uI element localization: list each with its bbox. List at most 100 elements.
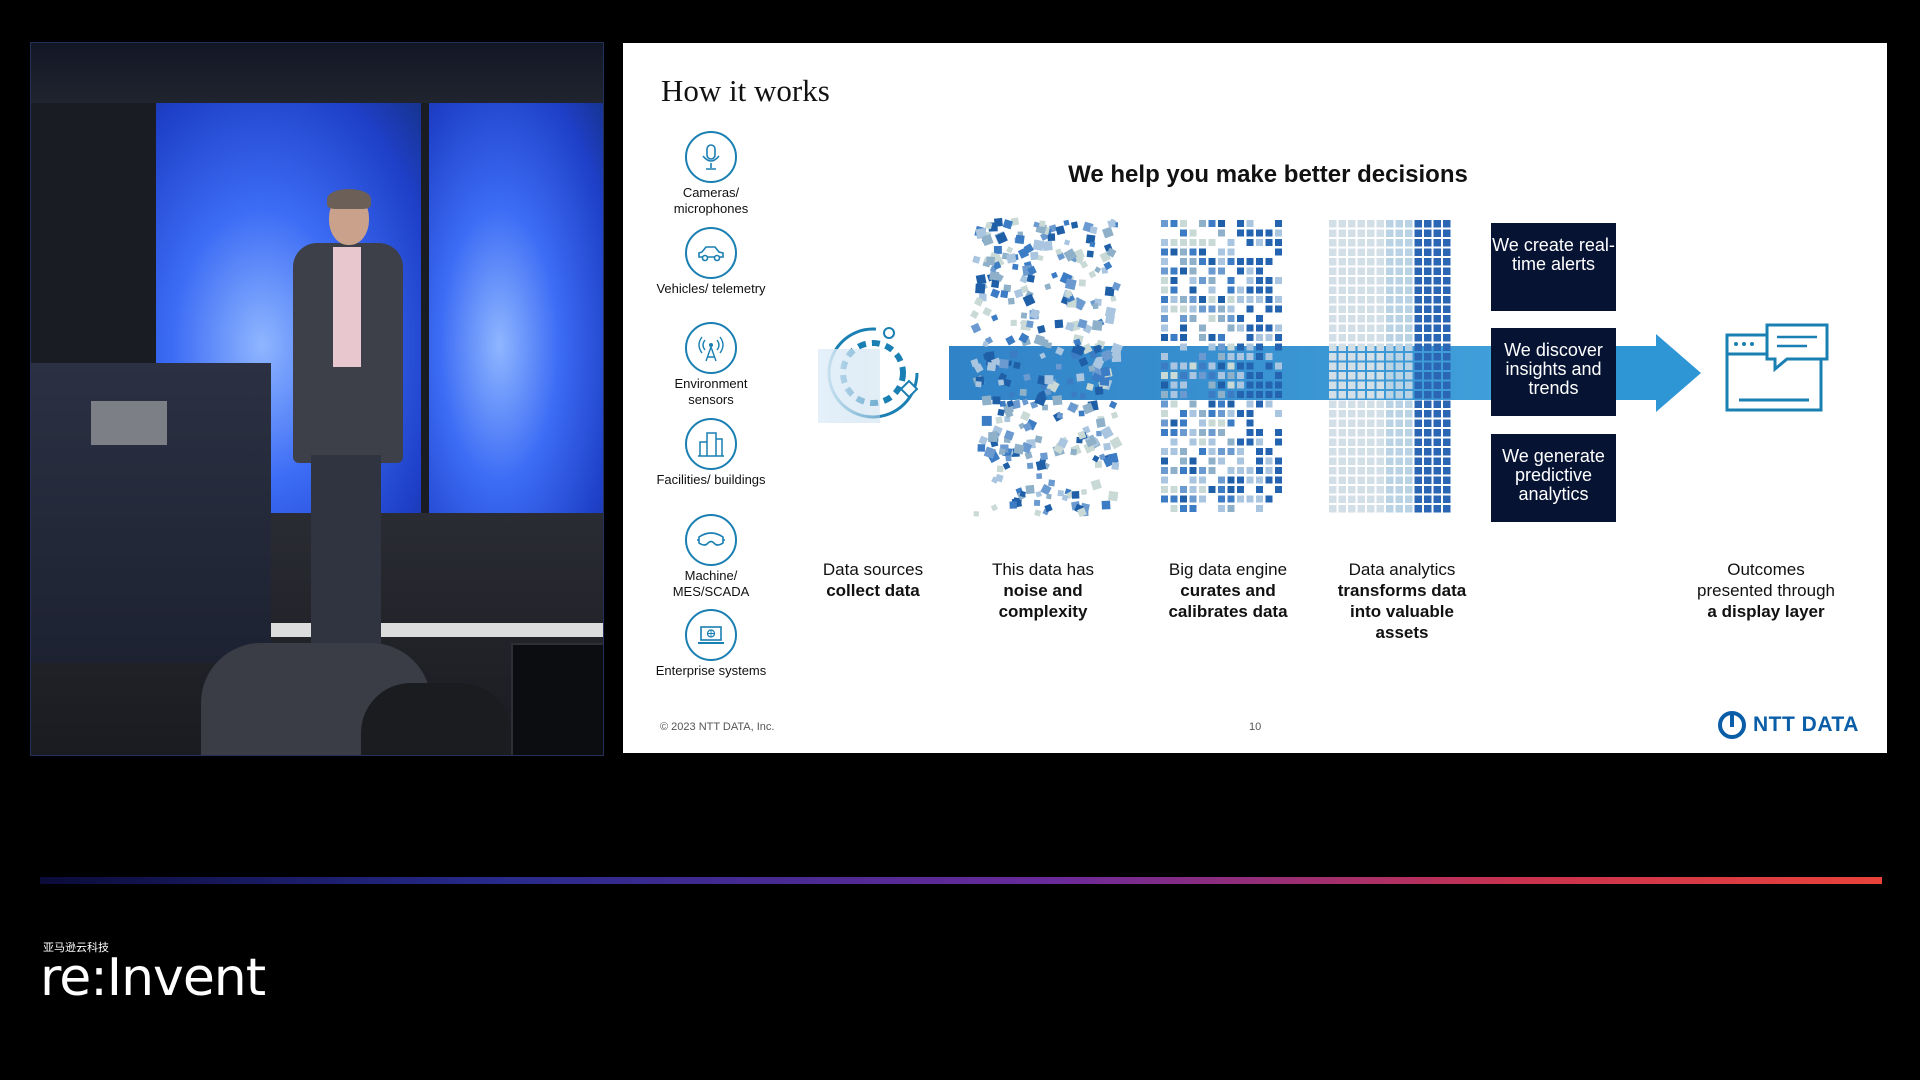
data-pixel (1110, 411, 1119, 419)
data-pixel (1094, 266, 1102, 274)
ntt-data-logo-text: NTT DATA (1753, 713, 1859, 736)
data-pixel (1376, 372, 1384, 380)
data-pixel (1256, 229, 1263, 237)
data-pixel (1348, 343, 1356, 351)
data-pixel (1256, 353, 1263, 360)
data-pixel (1367, 267, 1375, 275)
data-pixel (995, 231, 1008, 245)
data-pixel (1357, 258, 1365, 266)
data-pixel (1338, 267, 1346, 275)
data-pixel (1046, 493, 1052, 500)
data-pixel (1256, 476, 1263, 484)
data-pixel (1424, 315, 1432, 323)
data-pixel (1386, 448, 1394, 456)
data-pixel (1227, 448, 1235, 455)
data-pixel (1275, 372, 1282, 379)
data-pixel (1443, 448, 1451, 456)
step-label-sources: Data sources collect data (803, 559, 943, 601)
data-pixel (1189, 286, 1197, 294)
data-pixel (1348, 476, 1356, 484)
data-pixel (1386, 258, 1394, 266)
data-pixel (1443, 324, 1451, 332)
data-pixel (1348, 438, 1356, 446)
data-pixel (1405, 381, 1413, 389)
data-pixel (1338, 476, 1346, 484)
data-pixel (1034, 393, 1047, 407)
data-pixel (1208, 296, 1216, 303)
data-pixel (1180, 229, 1187, 237)
data-pixel (1027, 265, 1037, 276)
data-pixel (1237, 410, 1244, 417)
data-pixel (1395, 267, 1403, 275)
data-pixel (1443, 296, 1451, 304)
data-pixel (1208, 258, 1216, 265)
data-pixel (1443, 400, 1451, 408)
data-pixel (1275, 229, 1282, 237)
data-pixel (1161, 286, 1168, 294)
data-pixel (1095, 417, 1106, 428)
data-pixel (1092, 303, 1099, 310)
data-pixel (1348, 410, 1356, 418)
data-pixel (1002, 462, 1011, 470)
data-pixel (1275, 486, 1282, 493)
data-pixel (1357, 267, 1365, 275)
data-pixel (1275, 277, 1282, 284)
step-label-noise: This data has noise and complexity (973, 559, 1113, 622)
data-pixel (1189, 267, 1197, 275)
data-pixel (1405, 258, 1413, 266)
data-pixel (1329, 334, 1337, 342)
data-pixel (1329, 229, 1337, 237)
data-pixel (1338, 400, 1346, 408)
data-pixel (1034, 435, 1043, 444)
data-pixel (1329, 457, 1337, 465)
data-pixel (1057, 437, 1069, 449)
source-label: Enterprise systems (655, 663, 767, 678)
data-pixel (1189, 229, 1197, 237)
data-pixel (1329, 372, 1337, 380)
data-pixel (972, 255, 981, 264)
data-pixel (1170, 362, 1178, 370)
data-pixel (1180, 324, 1187, 332)
data-pixel (986, 361, 997, 372)
building-icon (698, 432, 724, 457)
data-pixel (1108, 400, 1118, 409)
data-pixel (1007, 297, 1015, 305)
laptop-icon (698, 626, 724, 644)
data-pixel (1338, 495, 1346, 503)
data-pixel (1338, 315, 1346, 323)
data-pixel (1405, 296, 1413, 304)
data-pixel (1170, 438, 1178, 446)
data-pixel (1348, 486, 1356, 494)
data-pixel (1161, 372, 1168, 379)
data-pixel (1265, 353, 1273, 360)
data-pixel (1170, 239, 1178, 246)
step-label-line: Big data engine (1168, 560, 1288, 579)
slide-page-number: 10 (1249, 721, 1262, 733)
data-pixel (1085, 234, 1096, 244)
data-pixel (1003, 378, 1012, 387)
data-pixel (1086, 250, 1094, 258)
data-pixel (1433, 476, 1441, 484)
data-pixel (1161, 495, 1168, 503)
data-pixel (1020, 312, 1028, 319)
data-pixel (1405, 448, 1413, 456)
data-pixel (1161, 467, 1168, 474)
data-pixel (1246, 267, 1254, 275)
data-pixel (1189, 305, 1197, 313)
data-pixel (1006, 246, 1014, 254)
data-pixel (1256, 277, 1263, 284)
data-pixel (1180, 410, 1187, 417)
data-pixel (1005, 455, 1012, 462)
data-pixel (1208, 362, 1216, 370)
data-pixel (1376, 324, 1384, 332)
data-pixel (1256, 391, 1263, 398)
data-pixel (1424, 343, 1432, 351)
data-pixel (1170, 305, 1178, 313)
data-pixel (1189, 258, 1197, 265)
data-pixel (1227, 419, 1235, 427)
data-pixel (1089, 241, 1096, 248)
data-pixel (1189, 495, 1197, 503)
data-pixel (1275, 438, 1282, 446)
data-pixel (1237, 267, 1244, 275)
data-pixel (1395, 334, 1403, 342)
